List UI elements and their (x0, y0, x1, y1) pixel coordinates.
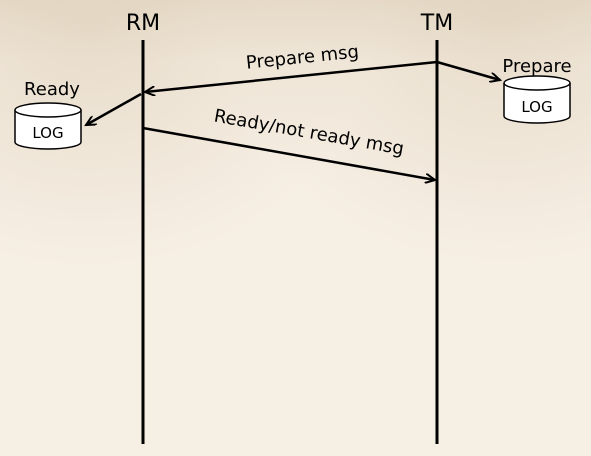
tm-log-cylinder-icon (503, 75, 571, 124)
prepare-msg-label: Prepare msg (245, 41, 360, 73)
tm-header: TM (420, 11, 453, 36)
ready-msg-label: Ready/not ready msg (212, 106, 405, 160)
tm-log-arrow (436, 60, 500, 80)
prepare-msg-arrow (145, 60, 438, 92)
rm-log-label: LOG (32, 124, 63, 142)
rm-log-cylinder-icon (14, 102, 82, 150)
tm-log-caption: Prepare (502, 56, 571, 77)
rm-log-caption: Ready (24, 79, 80, 100)
rm-header: RM (126, 11, 160, 36)
rm-log-arrow (86, 92, 142, 125)
ready-msg-arrow (142, 126, 435, 180)
tm-log-label: LOG (521, 98, 552, 116)
